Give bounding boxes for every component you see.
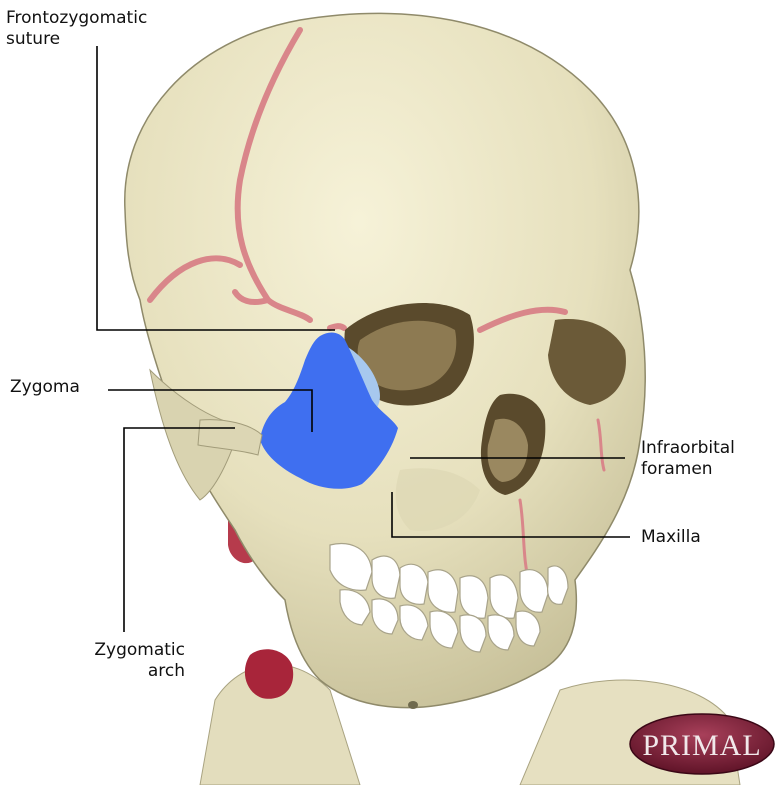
label-infraorbital-foramen: Infraorbital foramen — [641, 438, 735, 480]
mental-foramen — [408, 701, 418, 709]
primal-logo-text: PRIMAL — [642, 729, 761, 762]
label-maxilla: Maxilla — [641, 527, 701, 548]
label-frontozygomatic-line2: suture — [6, 29, 147, 50]
label-frontozygomatic-line1: Frontozygomatic — [6, 8, 147, 29]
label-zygomatic-arch: Zygomatic arch — [40, 640, 185, 682]
primal-logo: PRIMAL — [630, 714, 774, 774]
label-infraorbital-line2: foramen — [641, 459, 735, 480]
label-zygomatic-arch-line1: Zygomatic — [40, 640, 185, 661]
label-infraorbital-line1: Infraorbital — [641, 438, 735, 459]
label-zygoma: Zygoma — [10, 377, 80, 398]
label-zygomatic-arch-line2: arch — [40, 661, 185, 682]
label-frontozygomatic-suture: Frontozygomatic suture — [6, 8, 147, 50]
